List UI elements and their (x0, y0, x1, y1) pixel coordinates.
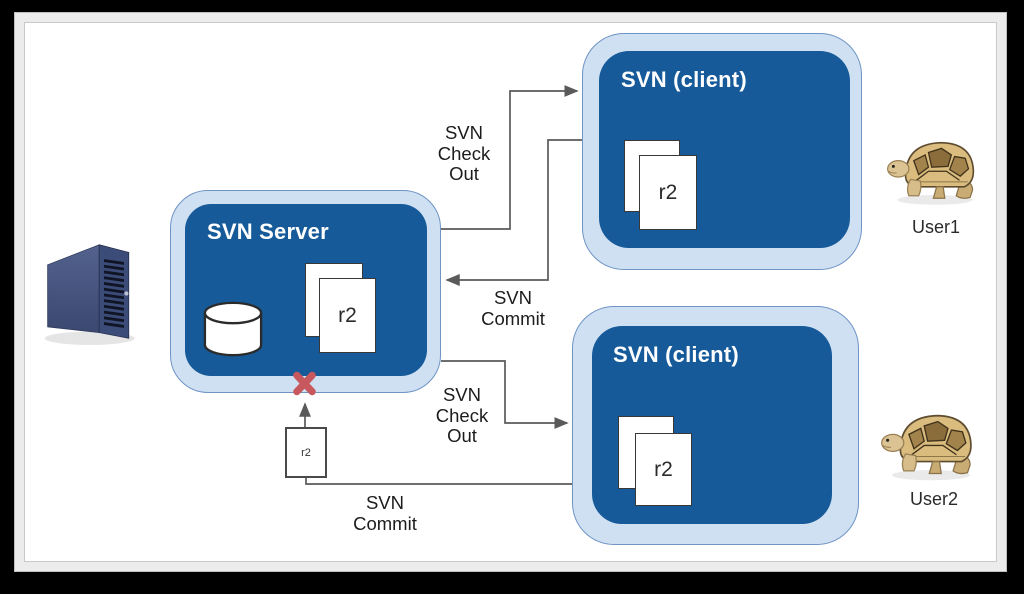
tortoise-user2-icon (880, 401, 982, 483)
label-checkout-top: SVN Check Out (418, 122, 510, 185)
label-line: Check (435, 404, 489, 426)
label-line: SVN (444, 122, 484, 143)
label-line: SVN (365, 492, 405, 513)
user2-label: User2 (909, 489, 958, 509)
label-checkout-bottom: SVN Check Out (416, 384, 508, 447)
svn-server-title: SVN Server (207, 219, 329, 244)
error-x-icon (292, 370, 317, 397)
pending-revision-box: r2 (285, 427, 327, 478)
label-line: Check (437, 142, 491, 164)
svn-client-top-title: SVN (client) (621, 67, 747, 92)
server-tower-icon (40, 235, 145, 350)
client-top-doc-front: r2 (639, 155, 697, 230)
user1-label: User1 (911, 217, 960, 237)
label-line: Commit (353, 512, 417, 534)
label-commit-bottom: SVN Commit (336, 492, 434, 534)
label-line: Out (449, 163, 479, 184)
client-top-revision-label: r2 (658, 180, 678, 204)
pending-revision-label: r2 (301, 446, 311, 459)
label-commit-top: SVN Commit (464, 287, 562, 329)
client-bottom-doc-front: r2 (635, 433, 692, 506)
server-revision-label: r2 (338, 303, 357, 327)
svn-client-bottom-title: SVN (client) (613, 342, 739, 367)
label-line: SVN (442, 384, 482, 405)
label-line: Out (447, 425, 477, 446)
label-line: SVN (493, 287, 533, 308)
server-doc-front: r2 (319, 278, 376, 353)
tortoise-user1-icon (886, 126, 984, 210)
label-line: Commit (481, 307, 545, 329)
database-icon (202, 300, 264, 359)
client-bottom-revision-label: r2 (654, 457, 673, 481)
